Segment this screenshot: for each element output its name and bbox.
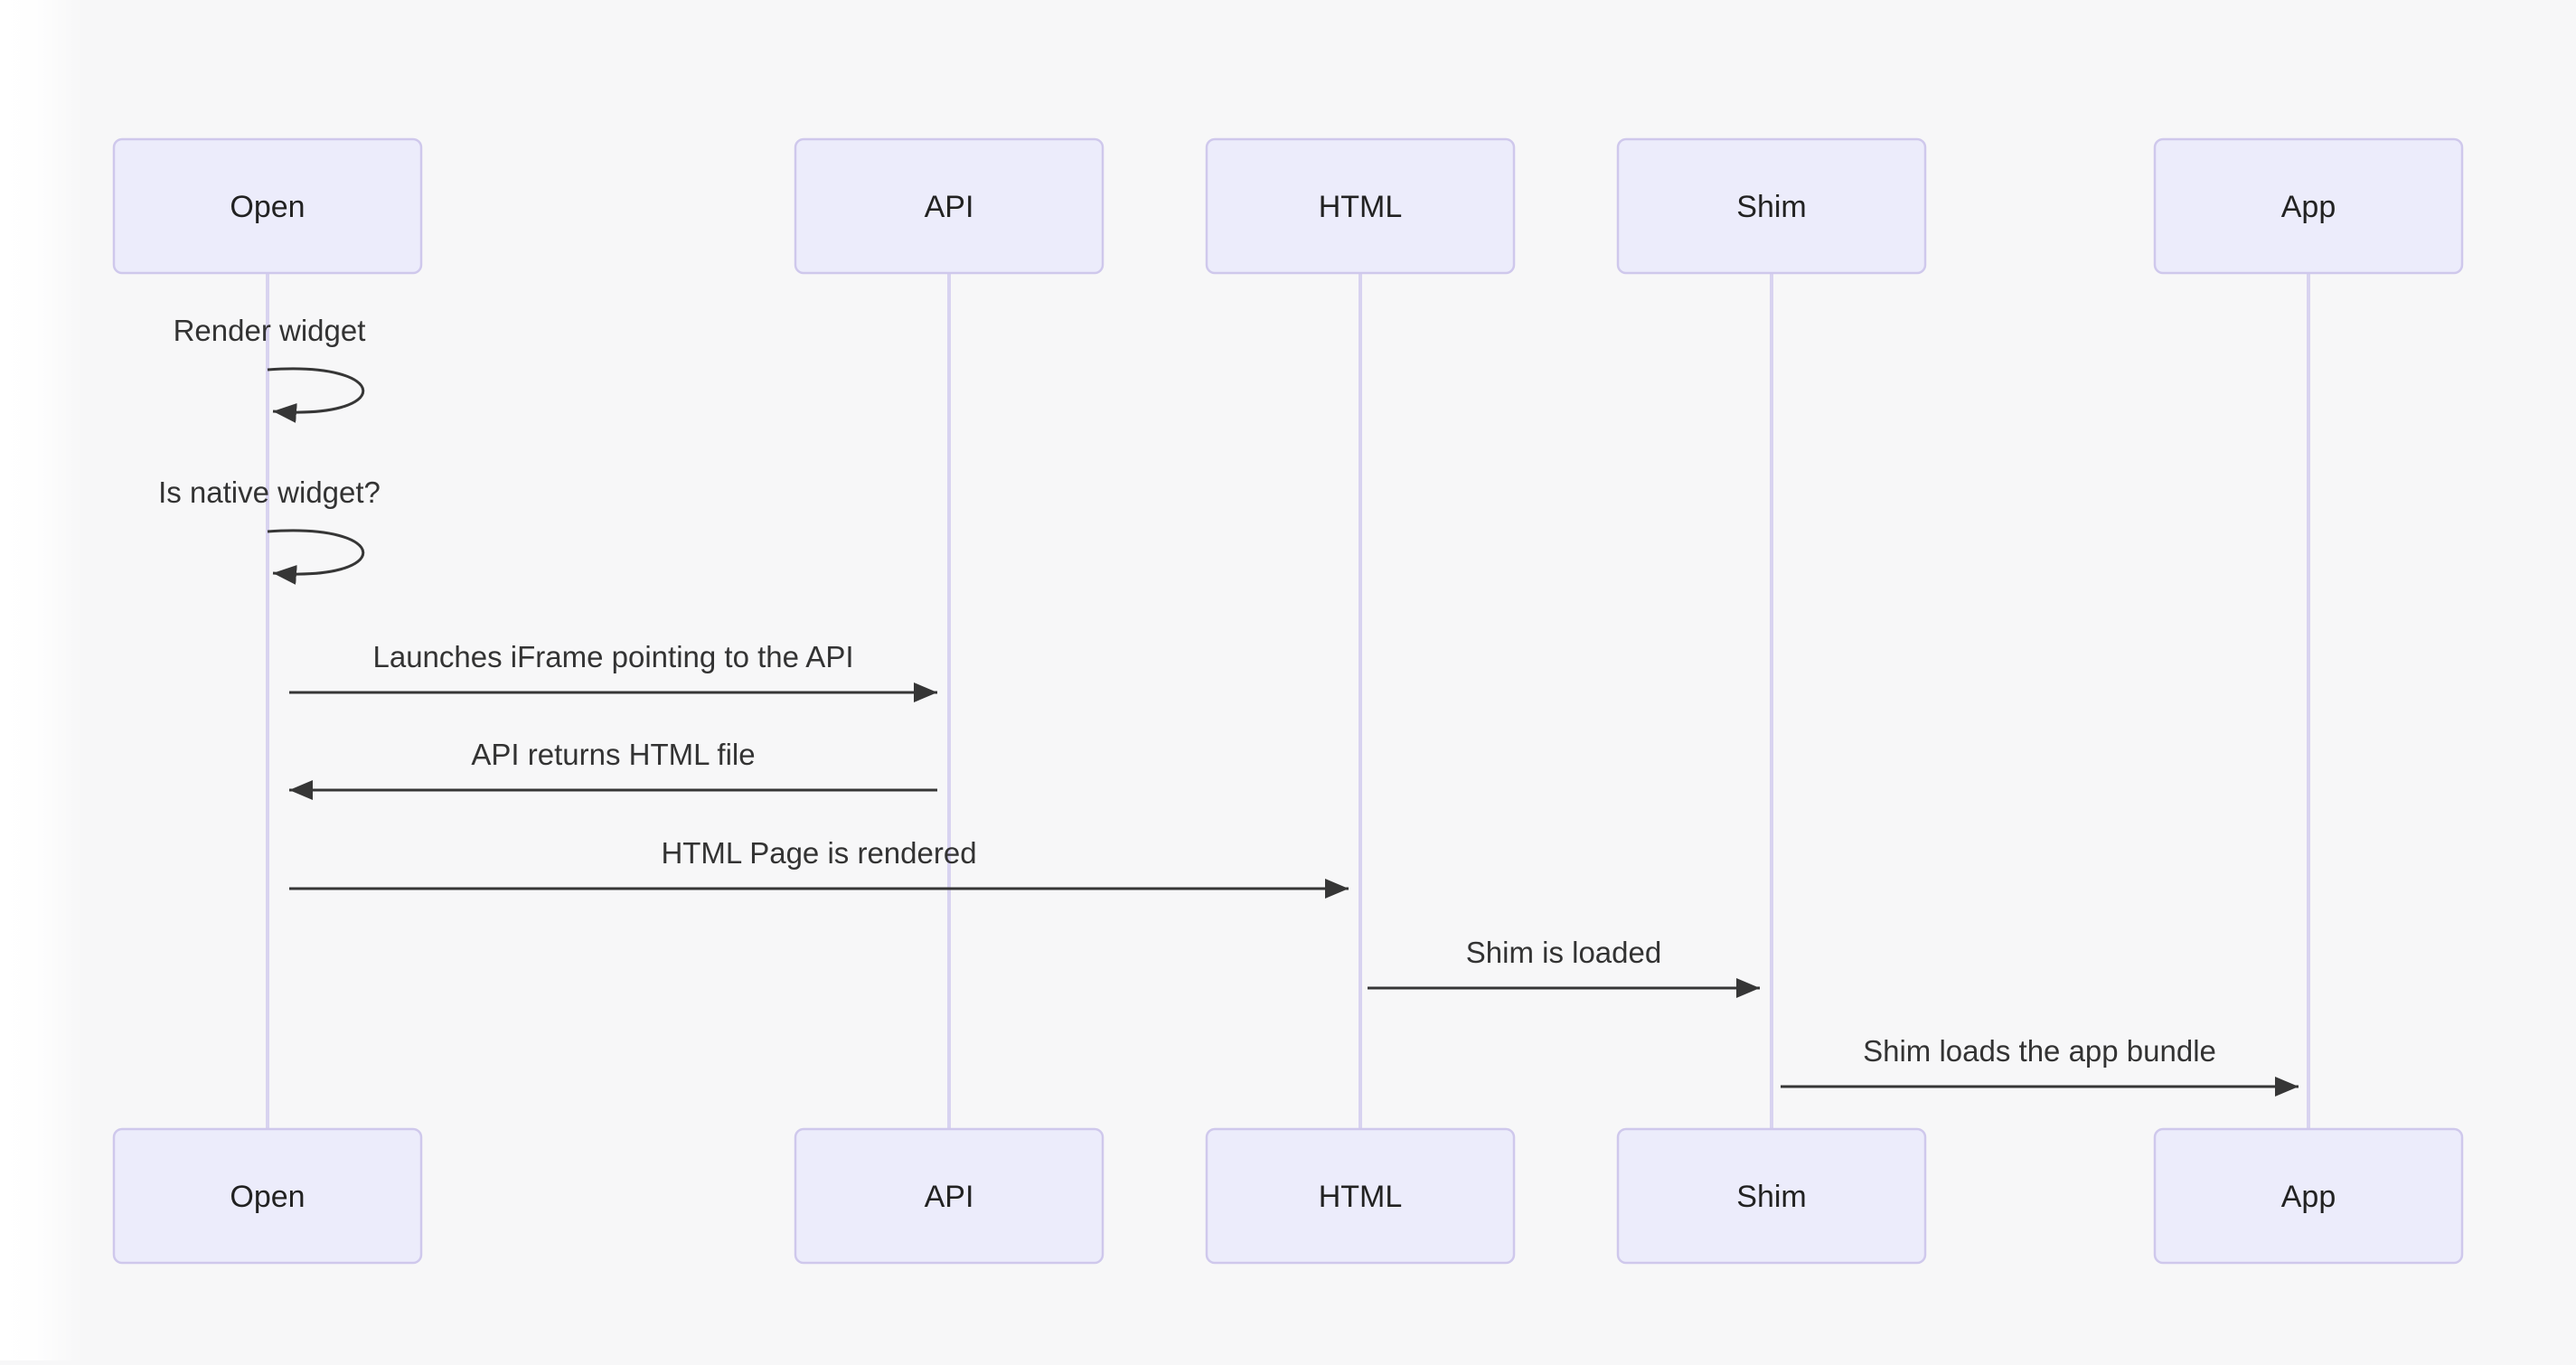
actor-box-top-open xyxy=(112,137,423,275)
actor-label-top-shim: Shim xyxy=(1736,190,1806,224)
left-edge-fade xyxy=(0,0,83,1360)
self-message-label-open: Is native widget? xyxy=(158,475,381,509)
actor-label-bottom-app: App xyxy=(2281,1180,2336,1214)
actor-label-bottom-api: API xyxy=(925,1180,974,1214)
actor-label-top-open: Open xyxy=(230,190,305,224)
actor-box-bottom-api xyxy=(794,1127,1105,1265)
self-loop-arrow-open xyxy=(267,367,365,423)
actor-box-top-html xyxy=(1205,137,1516,275)
self-message-label-open: Render widget xyxy=(174,314,366,347)
actor-label-top-api: API xyxy=(925,190,974,224)
message-label-html-to-shim: Shim is loaded xyxy=(1466,936,1661,969)
actor-label-bottom-html: HTML xyxy=(1319,1180,1403,1214)
lifelines-layer xyxy=(266,273,2310,1129)
self-loop-arrow-open xyxy=(267,529,365,585)
actor-box-bottom-shim xyxy=(1616,1127,1927,1265)
message-label-shim-to-app: Shim loads the app bundle xyxy=(1863,1034,2216,1068)
actor-box-top-app xyxy=(2153,137,2464,275)
actor-label-top-html: HTML xyxy=(1319,190,1403,224)
actor-box-bottom-html xyxy=(1205,1127,1516,1265)
actor-label-top-app: App xyxy=(2281,190,2336,224)
actor-box-bottom-open xyxy=(112,1127,423,1265)
actor-box-top-shim xyxy=(1616,137,1927,275)
message-label-open-to-html: HTML Page is rendered xyxy=(661,836,976,870)
message-label-api-to-open: API returns HTML file xyxy=(471,738,755,771)
actor-box-bottom-app xyxy=(2153,1127,2464,1265)
message-label-open-to-api: Launches iFrame pointing to the API xyxy=(373,640,854,673)
actor-box-top-api xyxy=(794,137,1105,275)
messages-layer: Render widget Is native widget? Launches i… xyxy=(158,314,2299,1097)
actor-label-bottom-shim: Shim xyxy=(1736,1180,1806,1214)
actor-label-bottom-open: Open xyxy=(230,1180,305,1214)
